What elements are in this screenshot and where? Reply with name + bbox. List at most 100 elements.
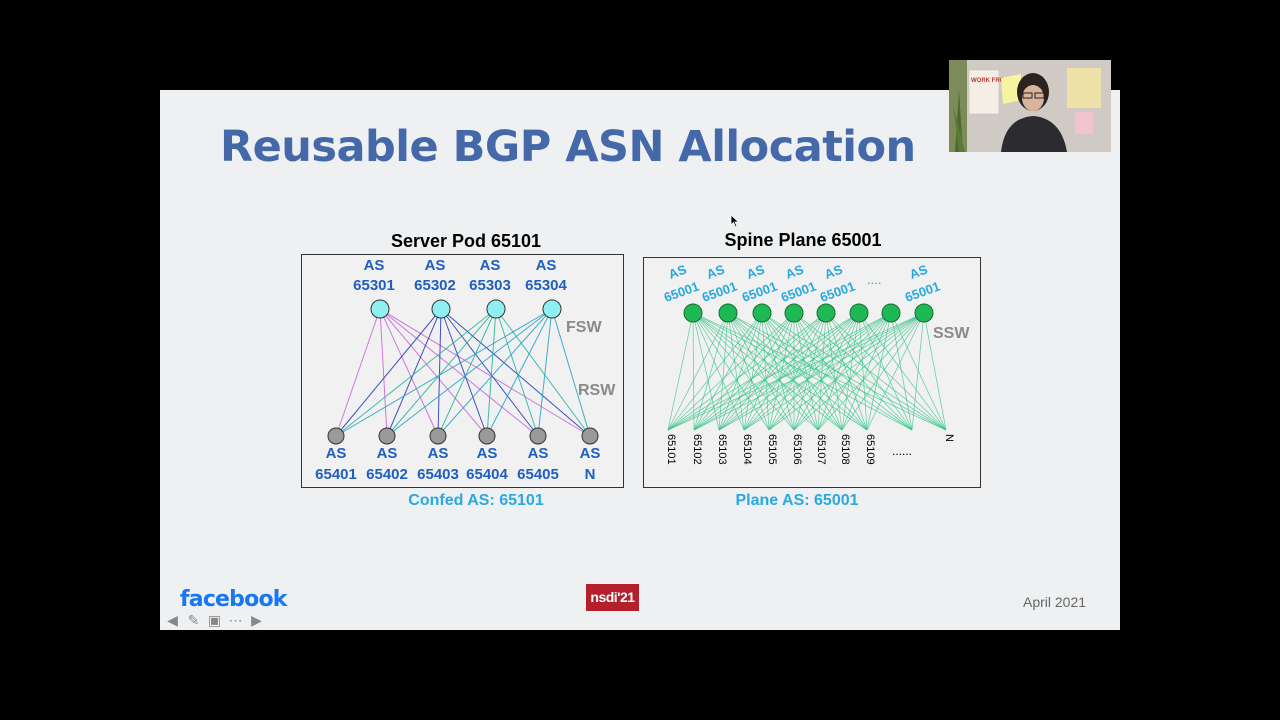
fsw-rsw-link — [379, 308, 488, 437]
rsw-tier-label: RSW — [578, 382, 616, 399]
ssw-link — [793, 312, 892, 431]
ssw-link — [692, 312, 695, 431]
arrow-right-icon[interactable]: ▶ — [251, 612, 262, 628]
ssw-link — [841, 312, 860, 431]
plane-link-label: 65103 — [716, 434, 728, 465]
ssw-link — [768, 312, 795, 431]
ssw-link — [718, 312, 892, 431]
ssw-link — [911, 312, 925, 431]
fsw-rsw-link — [440, 308, 539, 437]
ssw-link — [692, 312, 913, 431]
ssw-link — [793, 312, 860, 431]
ssw-link — [793, 312, 925, 431]
ssw-link — [667, 312, 795, 431]
pen-icon[interactable]: ✎ — [187, 612, 200, 628]
webcam-overlay: WORK FROM HOME — [949, 60, 1111, 152]
plane-link-label: 65108 — [839, 434, 851, 465]
mouse-cursor-icon — [730, 214, 740, 228]
rsw-as-number: N — [585, 466, 596, 483]
slide-date: April 2021 — [1023, 594, 1087, 610]
ssw-ellipsis: .... — [867, 272, 881, 287]
nsdi-logo: nsdi'21 — [586, 584, 639, 611]
ssw-link — [693, 312, 892, 431]
fsw-rsw-link — [379, 308, 388, 437]
ssw-link — [743, 312, 827, 431]
ssw-link — [793, 312, 947, 431]
ssw-link — [743, 312, 892, 431]
ssw-node — [752, 303, 772, 323]
ssw-link — [743, 312, 925, 431]
rsw-node — [478, 427, 496, 445]
slides-icon[interactable]: ▣ — [207, 612, 222, 628]
ssw-link — [667, 312, 763, 431]
ssw-as-label: AS — [744, 262, 766, 282]
more-icon[interactable]: ⋯ — [228, 612, 243, 628]
ssw-link — [667, 312, 860, 431]
ssw-link — [693, 312, 827, 431]
ssw-as-number: 65001 — [700, 279, 739, 305]
ssw-node — [914, 303, 934, 323]
fsw-rsw-link — [486, 308, 497, 437]
ssw-link — [667, 312, 892, 431]
fsw-as-label: AS — [364, 257, 385, 274]
server-pod-svg: AS65301AS65302AS65303AS65304AS65401AS654… — [315, 257, 616, 483]
ssw-link — [793, 312, 827, 431]
plane-link-label: 65102 — [691, 434, 703, 465]
fsw-node — [486, 299, 506, 319]
ssw-link — [761, 312, 947, 431]
ssw-link — [768, 312, 827, 431]
ssw-node — [881, 303, 901, 323]
plane-link-label: N — [943, 434, 955, 442]
ssw-as-label: AS — [907, 262, 929, 282]
ssw-link — [718, 312, 729, 431]
fsw-rsw-link — [379, 308, 591, 437]
ssw-as-number: 65001 — [818, 279, 857, 305]
ssw-link — [727, 312, 795, 431]
ssw-link — [761, 312, 770, 431]
ssw-as-label: AS — [666, 262, 688, 282]
facebook-logo: facebook — [180, 587, 287, 612]
fsw-node — [431, 299, 451, 319]
ssw-link — [858, 312, 868, 431]
fsw-rsw-link — [495, 308, 539, 437]
server-pod-title: Server Pod 65101 — [390, 231, 542, 251]
ssw-link — [817, 312, 892, 431]
ssw-link — [718, 312, 860, 431]
ssw-as-number: 65001 — [740, 279, 779, 305]
rsw-as-label: AS — [580, 445, 601, 462]
ssw-link — [841, 312, 892, 431]
ssw-link — [817, 312, 925, 431]
rsw-as-label: AS — [377, 445, 398, 462]
rsw-as-label: AS — [428, 445, 449, 462]
ssw-link — [793, 312, 913, 431]
plane-link-label: 65104 — [741, 434, 753, 465]
spine-plane-svg: AS65001AS65001AS65001AS65001AS65001....A… — [662, 262, 970, 465]
ssw-link — [825, 312, 947, 431]
ssw-link — [866, 312, 892, 431]
ssw-link — [768, 312, 925, 431]
rsw-as-label: AS — [326, 445, 347, 462]
arrow-left-icon[interactable]: ◀ — [167, 612, 178, 628]
fsw-rsw-link — [335, 308, 553, 437]
plane-link-ellipsis: ...... — [892, 444, 912, 458]
ssw-link — [727, 312, 745, 431]
fsw-as-number: 65304 — [525, 277, 567, 294]
ssw-node — [816, 303, 836, 323]
fsw-rsw-link — [437, 308, 553, 437]
fsw-as-label: AS — [480, 257, 501, 274]
rsw-as-label: AS — [477, 445, 498, 462]
ssw-as-number: 65001 — [779, 279, 818, 305]
ssw-link — [693, 312, 925, 431]
webcam-poster-text: WORK FROM HOME — [971, 78, 1029, 84]
fsw-node — [370, 299, 390, 319]
rsw-node — [529, 427, 547, 445]
fsw-rsw-link — [486, 308, 553, 437]
ssw-link — [817, 312, 860, 431]
ssw-link — [768, 312, 860, 431]
rsw-as-number: 65401 — [315, 466, 357, 483]
slide-title: Reusable BGP ASN Allocation — [220, 122, 916, 172]
ssw-link — [761, 312, 819, 431]
fsw-rsw-link — [551, 308, 591, 437]
fsw-rsw-link — [386, 308, 442, 437]
